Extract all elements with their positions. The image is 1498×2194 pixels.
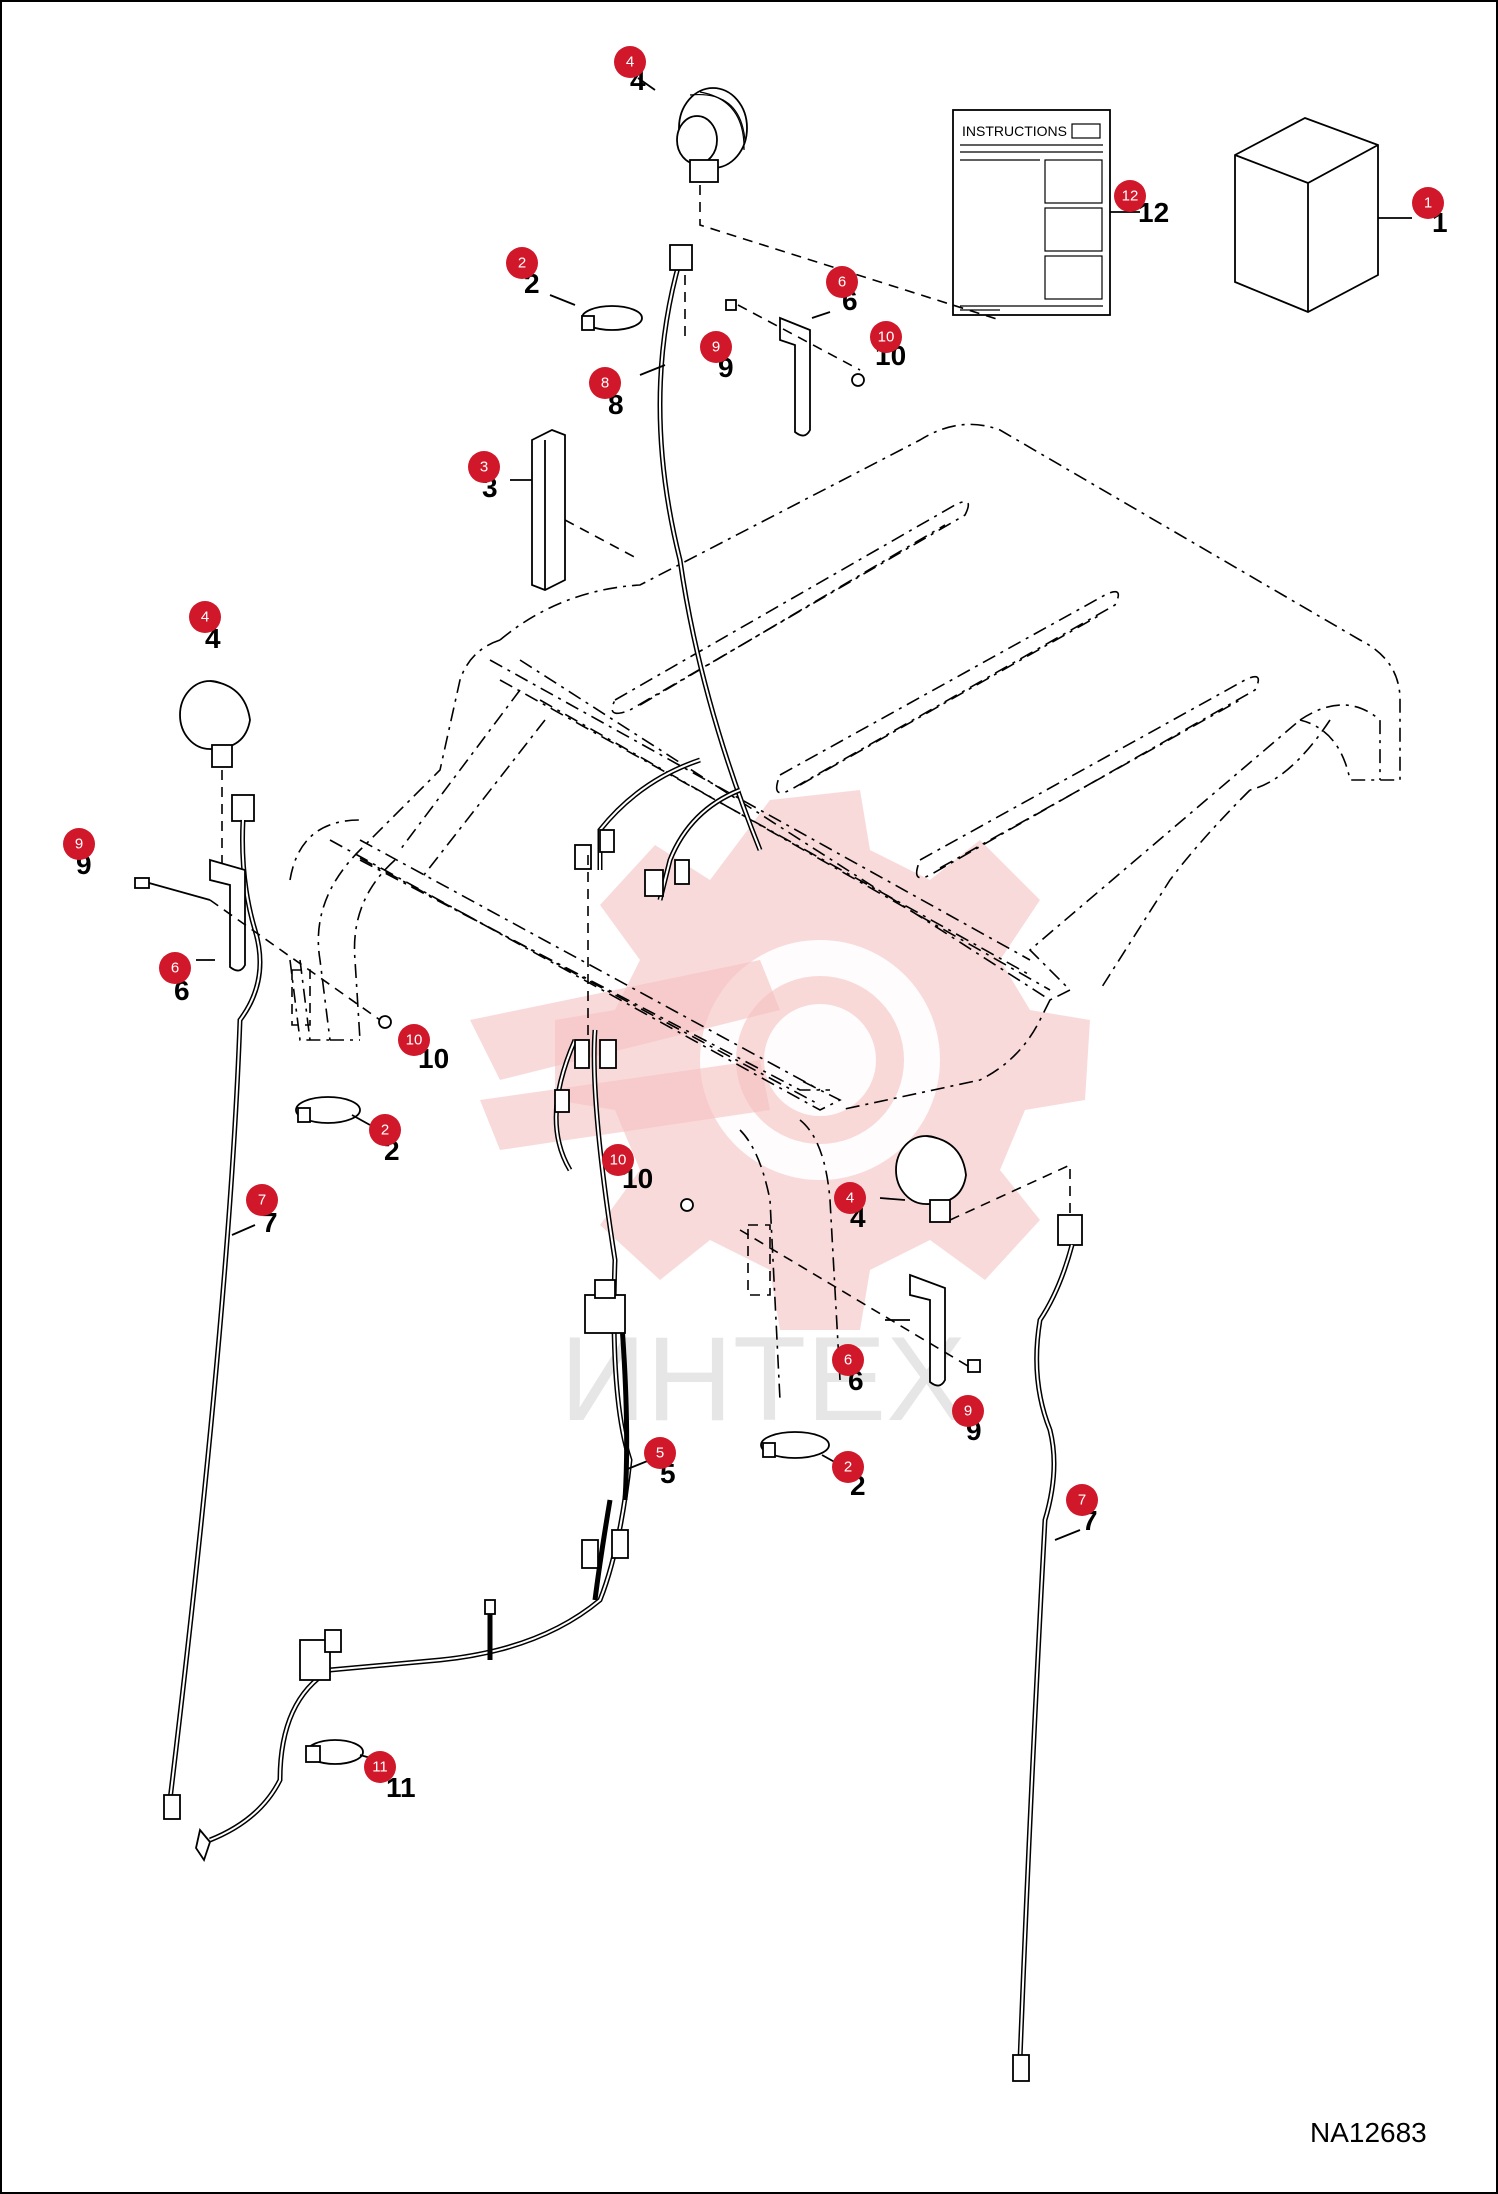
leader-lines-7 xyxy=(231,1224,1081,1541)
part-cable-tie-top xyxy=(549,294,643,331)
svg-text:6: 6 xyxy=(844,1352,852,1369)
callout-marker[interactable]: 4 xyxy=(189,601,221,633)
canopy-outline xyxy=(289,423,1401,1401)
part-kit-box xyxy=(1234,117,1412,313)
callout-marker[interactable]: 4 xyxy=(614,46,646,78)
part-mount-bracket-top xyxy=(779,311,831,437)
callout-markers: 4 12 1 2 6 9 10 8 3 4 9 6 10 2 7 10 4 6 … xyxy=(63,46,1444,1783)
svg-text:5: 5 xyxy=(656,1445,664,1462)
callout-marker[interactable]: 6 xyxy=(159,952,191,984)
part-foam-strip xyxy=(510,429,641,591)
callout-marker[interactable]: 3 xyxy=(468,451,500,483)
svg-text:4: 4 xyxy=(846,1190,854,1207)
part-nut-left xyxy=(378,1015,392,1029)
watermark-gear-icon xyxy=(470,790,1090,1330)
part-work-light-left xyxy=(163,625,263,1820)
callout-marker[interactable]: 9 xyxy=(952,1395,984,1427)
callout-marker[interactable]: 9 xyxy=(700,331,732,363)
part-cable-tie-left xyxy=(295,1096,371,1126)
callout-marker[interactable]: 7 xyxy=(246,1184,278,1216)
part-bolt-top xyxy=(725,299,861,371)
svg-text:6: 6 xyxy=(171,960,179,977)
callout-marker[interactable]: 2 xyxy=(369,1114,401,1146)
svg-text:4: 4 xyxy=(626,54,634,71)
svg-text:9: 9 xyxy=(75,836,83,853)
svg-text:2: 2 xyxy=(518,255,526,272)
callout-marker[interactable]: 11 xyxy=(364,1751,396,1783)
leader-line-5 xyxy=(624,1459,651,1471)
svg-text:7: 7 xyxy=(258,1192,266,1209)
callout-marker[interactable]: 8 xyxy=(589,367,621,399)
part-nut-top xyxy=(851,373,865,387)
svg-text:3: 3 xyxy=(480,459,488,476)
callout-marker[interactable]: 7 xyxy=(1066,1484,1098,1516)
part-cable-tie-right xyxy=(760,1431,841,1466)
part-main-harness xyxy=(195,244,763,1863)
part-light-harness xyxy=(639,364,666,376)
svg-text:8: 8 xyxy=(601,375,609,392)
svg-text:11: 11 xyxy=(372,1759,388,1776)
instructions-label: INSTRUCTIONS xyxy=(962,123,1067,139)
svg-text:1: 1 xyxy=(1424,195,1432,212)
callout-marker[interactable]: 10 xyxy=(870,321,902,353)
svg-text:10: 10 xyxy=(878,329,895,346)
svg-text:2: 2 xyxy=(381,1122,389,1139)
callout-marker[interactable]: 4 xyxy=(834,1182,866,1214)
callout-marker[interactable]: 9 xyxy=(63,828,95,860)
callout-marker[interactable]: 2 xyxy=(506,247,538,279)
svg-text:4: 4 xyxy=(201,609,209,626)
part-cable-tie-mount xyxy=(305,1739,379,1765)
drawing-id: NA12683 xyxy=(1310,2117,1427,2148)
svg-text:10: 10 xyxy=(406,1032,423,1049)
part-mount-bracket-left xyxy=(196,858,246,972)
part-instructions-sheet: INSTRUCTIONS xyxy=(952,109,1140,316)
callout-marker[interactable]: 5 xyxy=(644,1437,676,1469)
part-work-light-top xyxy=(637,77,1001,321)
callout-marker[interactable]: 10 xyxy=(398,1024,430,1056)
svg-text:12: 12 xyxy=(1122,188,1139,205)
svg-text:6: 6 xyxy=(838,274,846,291)
watermark: ИНТЕХ xyxy=(470,790,1090,1446)
part-work-light-right xyxy=(879,1135,1083,2082)
callout-marker[interactable]: 12 xyxy=(1114,180,1146,212)
svg-text:2: 2 xyxy=(844,1459,852,1476)
svg-text:9: 9 xyxy=(712,339,720,356)
callout-marker[interactable]: 2 xyxy=(832,1451,864,1483)
callout-marker[interactable]: 6 xyxy=(832,1344,864,1376)
callout-marker[interactable]: 6 xyxy=(826,266,858,298)
part-nut-mid xyxy=(680,1198,694,1212)
part-bolt-right xyxy=(739,1229,981,1373)
part-bolt-left xyxy=(134,877,381,1021)
callout-marker[interactable]: 10 xyxy=(602,1144,634,1176)
callout-marker[interactable]: 1 xyxy=(1412,187,1444,219)
svg-text:7: 7 xyxy=(1078,1492,1086,1509)
svg-text:9: 9 xyxy=(964,1403,972,1420)
part-mount-bracket-right xyxy=(885,1273,946,1387)
svg-text:10: 10 xyxy=(610,1152,627,1169)
